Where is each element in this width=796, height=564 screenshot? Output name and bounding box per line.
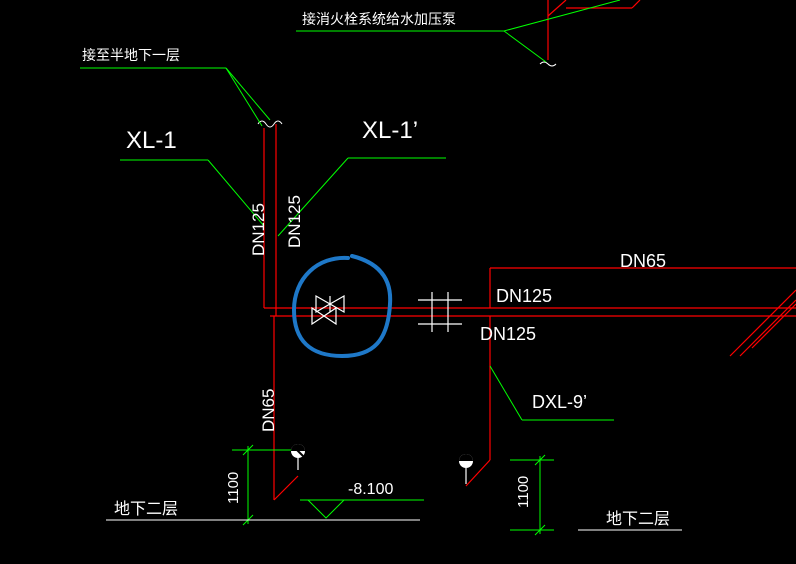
leader-dxl9-diag xyxy=(489,365,523,421)
pump-pipe-diag-2 xyxy=(631,0,641,9)
label-dxl9: DXL-9’ xyxy=(532,392,587,412)
diagonal-right-1 xyxy=(729,289,796,357)
label-floor-left: 地下二层 xyxy=(114,499,178,518)
leader-xl1-diag xyxy=(207,159,265,227)
label-dim-1100-right: 1100 xyxy=(515,476,532,508)
leader-half-basement-diag-2 xyxy=(225,67,263,127)
pump-note-text: 接消火栓系统给水加压泵 xyxy=(302,11,456,28)
label-floor-right: 地下二层 xyxy=(606,509,670,528)
label-xl1: XL-1 xyxy=(126,127,177,154)
label-elevation: -8.100 xyxy=(348,481,393,498)
label-dn65-down: DN65 xyxy=(259,389,278,432)
dim-right-tick-top xyxy=(534,454,546,466)
label-dim-1100-left: 1100 xyxy=(225,472,242,504)
down-pipe-tail xyxy=(273,475,299,501)
half-basement-note-text: 接至半地下一层 xyxy=(82,47,180,64)
leader-xl1-prime-diag xyxy=(277,157,349,237)
label-dn125-main-top: DN125 xyxy=(496,286,552,306)
down-pipe-dxl9-tail xyxy=(465,459,491,487)
check-valve-icon xyxy=(311,306,337,326)
diagonal-right-3 xyxy=(739,299,796,357)
dim-left-tick-top xyxy=(242,444,254,456)
diagonal-right-2 xyxy=(751,303,796,349)
gate-valve-icon xyxy=(315,294,345,314)
pipe-break-mark-left xyxy=(257,120,283,128)
leader-pump-diag-1 xyxy=(503,0,621,32)
pipe-break-mark-top-right xyxy=(539,61,557,67)
label-dn65-top: DN65 xyxy=(620,251,666,271)
label-dn125-main-bottom: DN125 xyxy=(480,324,536,344)
highlight-circle xyxy=(291,254,393,359)
dim-right-tick-bottom xyxy=(534,524,546,536)
leader-pump-diag-2 xyxy=(503,30,547,63)
leader-half-basement-diag-1 xyxy=(225,67,271,121)
flange-icon xyxy=(418,292,462,332)
label-dn125-riser-left: DN125 xyxy=(249,203,268,256)
elev-marker-triangle xyxy=(307,499,345,519)
pressure-gauge-right xyxy=(459,454,473,484)
label-xl1-prime: XL-1’ xyxy=(362,117,418,144)
pump-pipe-diag-1 xyxy=(547,0,567,17)
pressure-gauge-left xyxy=(291,444,305,470)
label-dn125-riser-right: DN125 xyxy=(285,195,304,248)
